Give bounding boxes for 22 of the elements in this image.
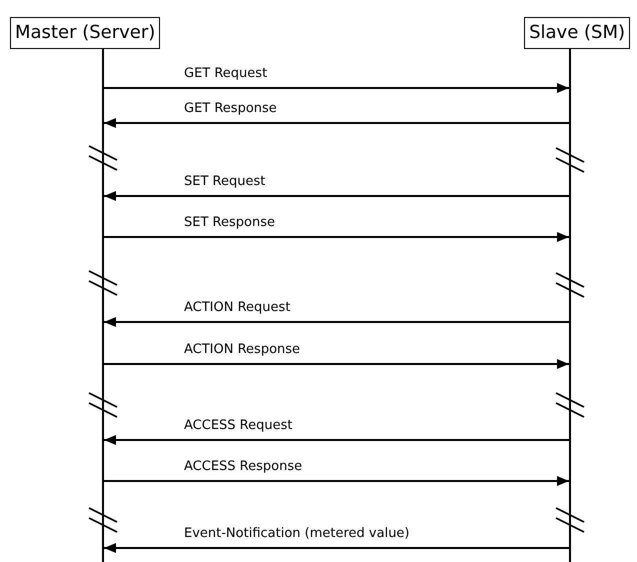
arrow — [104, 83, 569, 93]
participant-box: Master (Server) — [10, 17, 160, 49]
message-label: GET Request — [184, 66, 268, 82]
arrow — [104, 476, 569, 486]
arrow — [104, 543, 569, 553]
lifeline — [569, 47, 571, 562]
message-label: ACCESS Request — [184, 418, 292, 434]
arrow — [104, 435, 569, 445]
arrow — [104, 118, 569, 128]
message-label: GET Response — [184, 101, 277, 117]
arrow — [104, 191, 569, 201]
message-label: Event-Notification (metered value) — [184, 526, 410, 542]
message-label: SET Response — [184, 215, 275, 231]
participant-box: Slave (SM) — [524, 17, 630, 49]
message-label: ACCESS Response — [184, 459, 302, 475]
arrow — [104, 359, 569, 369]
arrow — [104, 317, 569, 327]
message-label: SET Request — [184, 174, 266, 190]
message-label: ACTION Request — [184, 300, 290, 316]
arrow — [104, 232, 569, 242]
message-label: ACTION Response — [184, 342, 300, 358]
lifeline — [102, 47, 104, 562]
